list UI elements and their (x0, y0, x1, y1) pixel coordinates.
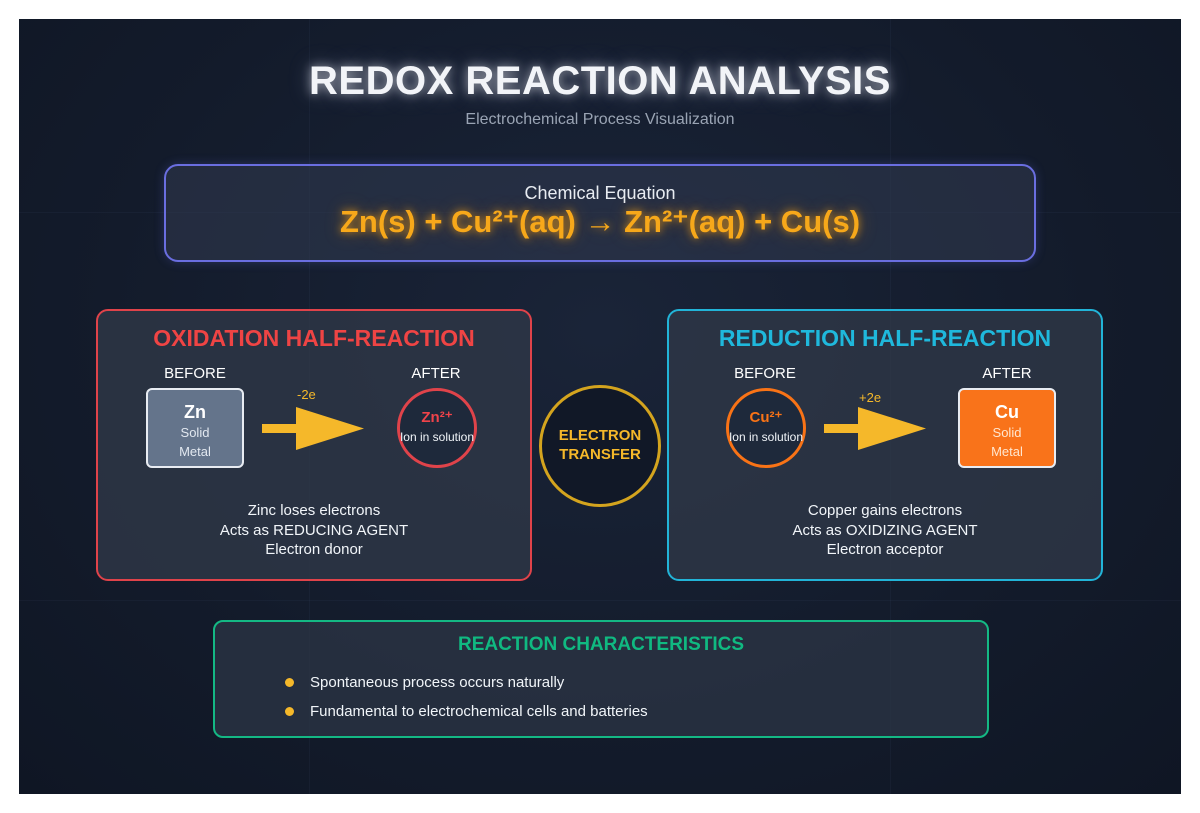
diagram-canvas: REDOX REACTION ANALYSIS Electrochemical … (19, 19, 1181, 794)
reduction-desc-line: Copper gains electrons (807, 502, 963, 519)
electron-gain-label: +2e (859, 390, 882, 405)
reduction-panel: REDUCTION HALF-REACTION BEFORE AFTER Cu²… (667, 309, 1103, 581)
characteristics-box: REACTION CHARACTERISTICS Spontaneous pro… (213, 620, 989, 738)
oxidation-title: OXIDATION HALF-REACTION (153, 325, 475, 351)
oxidation-before-label: BEFORE (164, 365, 226, 382)
equation-label: Chemical Equation (524, 183, 676, 203)
copper-solid-box: Cu Solid Metal (958, 388, 1056, 468)
page-subtitle: Electrochemical Process Visualization (465, 111, 735, 128)
electron-loss-label: -2e (297, 387, 316, 402)
grid-line (19, 600, 1181, 601)
copper-state-line2: Metal (991, 444, 1023, 459)
zinc-ion-symbol: Zn²⁺ (421, 409, 453, 426)
oxidation-description: Zinc loses electrons Acts as REDUCING AG… (98, 501, 530, 560)
characteristic-text: Spontaneous process occurs naturally (310, 674, 565, 691)
reduction-description: Copper gains electrons Acts as OXIDIZING… (669, 501, 1101, 560)
bullet-dot-icon (285, 707, 294, 716)
equation-text: Zn(s) + Cu²⁺(aq) → Zn²⁺(aq) + Cu(s) (339, 204, 861, 239)
zinc-symbol: Zn (184, 402, 206, 422)
copper-state-line1: Solid (992, 425, 1022, 440)
reduction-desc-line: Electron acceptor (826, 541, 944, 558)
characteristic-text: Fundamental to electrochemical cells and… (310, 703, 648, 720)
reduction-after-label: AFTER (982, 365, 1032, 382)
reduction-title: REDUCTION HALF-REACTION (718, 325, 1052, 351)
oxidation-arrow-icon (262, 407, 364, 450)
reduction-arrow-icon (824, 407, 926, 450)
reduction-desc-line: Acts as OXIDIZING AGENT (792, 521, 978, 539)
reduction-before-label: BEFORE (734, 365, 796, 382)
equation-box: Chemical Equation Zn(s) + Cu²⁺(aq) → Zn²… (164, 164, 1036, 262)
transfer-line2: TRANSFER (559, 446, 641, 463)
copper-ion-circle: Cu²⁺ Ion in solution (726, 388, 806, 468)
zinc-ion-circle: Zn²⁺ Ion in solution (397, 388, 477, 468)
zinc-state-line2: Metal (179, 444, 211, 459)
characteristics-title: REACTION CHARACTERISTICS (457, 634, 745, 655)
copper-symbol: Cu (995, 402, 1019, 422)
bullet-dot-icon (285, 678, 294, 687)
oxidation-desc-line: Electron donor (265, 541, 363, 558)
zinc-ion-state: Ion in solution (399, 430, 475, 444)
oxidation-panel: OXIDATION HALF-REACTION BEFORE AFTER Zn … (96, 309, 532, 581)
oxidation-after-label: AFTER (411, 365, 461, 382)
copper-ion-state: Ion in solution (728, 430, 804, 444)
electron-transfer-circle: ELECTRON TRANSFER (539, 385, 661, 507)
zinc-state-line1: Solid (180, 425, 210, 440)
page-title: REDOX REACTION ANALYSIS (309, 59, 891, 103)
oxidation-desc-line: Zinc loses electrons (247, 502, 381, 519)
zinc-solid-box: Zn Solid Metal (146, 388, 244, 468)
copper-ion-symbol: Cu²⁺ (749, 409, 783, 426)
transfer-line1: ELECTRON (558, 427, 642, 444)
oxidation-desc-line: Acts as REDUCING AGENT (219, 521, 409, 539)
